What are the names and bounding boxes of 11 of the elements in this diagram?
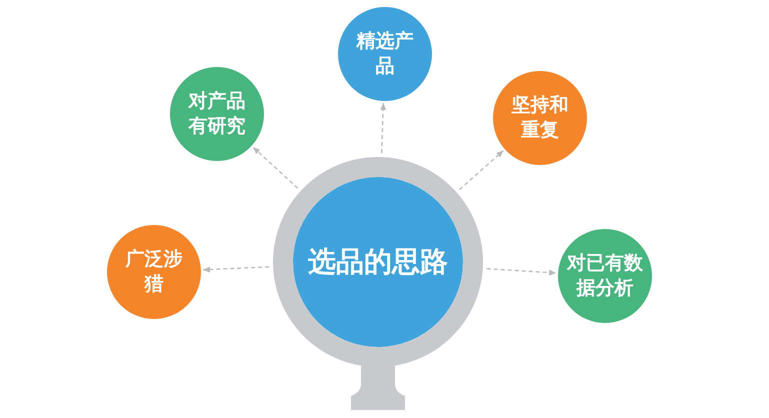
- topic-label: 精选产品: [355, 29, 414, 79]
- topic-label: 广泛涉猎: [124, 247, 184, 297]
- arrow: [252, 146, 298, 189]
- arrow: [459, 150, 504, 190]
- topic-label: 坚持和重复: [510, 93, 570, 143]
- topic-label: 对已有数据分析: [566, 251, 644, 301]
- arrow: [202, 266, 270, 272]
- arrow: [486, 268, 556, 276]
- arrow: [380, 102, 386, 154]
- topic-label: 对产品有研究: [187, 89, 246, 139]
- topic-label: 选品的思路: [307, 244, 449, 280]
